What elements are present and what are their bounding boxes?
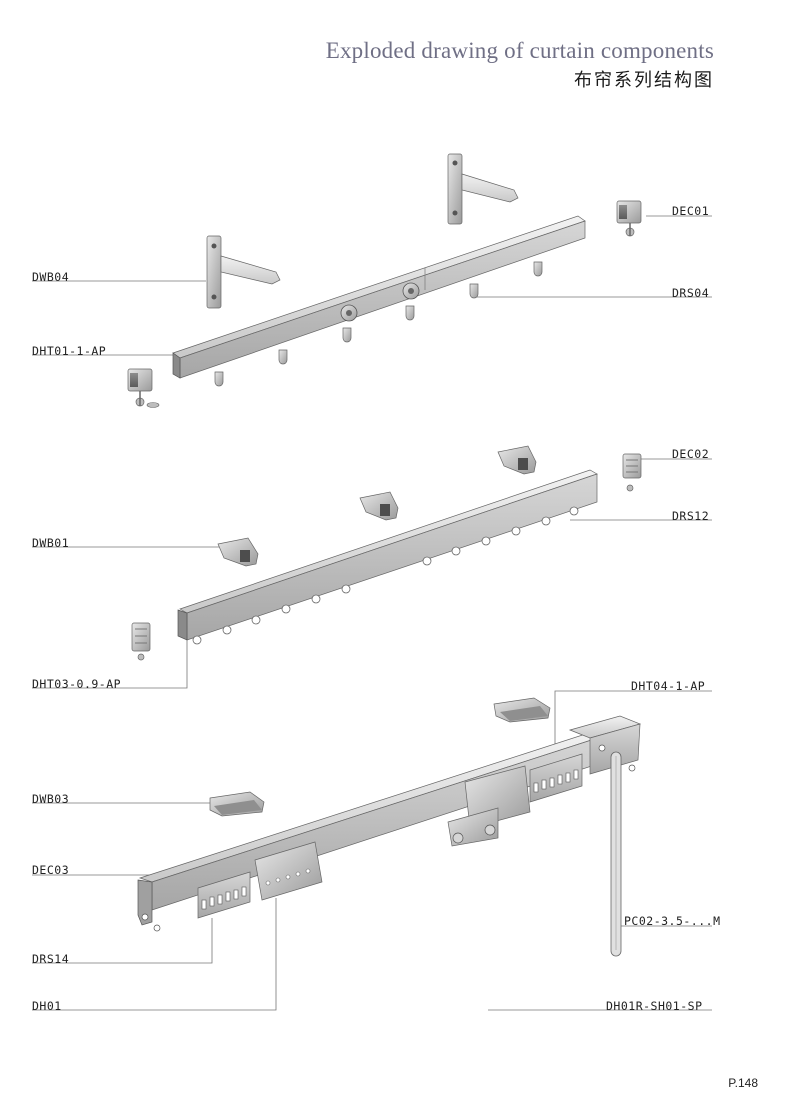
wall-bracket-dwb04 [206,235,281,309]
label-dh01: DH01 [32,999,62,1013]
clip-brackets-dwb01 [217,445,537,567]
page-title-english: Exploded drawing of curtain components [325,38,714,63]
end-cap-dec02 [622,453,642,492]
bracket-dwb03 [209,791,265,817]
label-dwb03: DWB03 [32,792,70,806]
overlap-rollers [340,282,420,322]
wall-bracket-dwb04-2 [447,153,519,225]
runners-drs12 [192,506,579,645]
label-dht03: DHT03-0.9-AP [32,677,122,691]
page-number: P.148 [728,1076,758,1090]
track-assembly-2 [131,445,642,661]
rail-profile-1 [172,215,586,379]
end-cap-dec01 [616,200,642,237]
hook-dht03 [131,622,151,661]
label-dwb04: DWB04 [32,270,70,284]
label-dec03: DEC03 [32,863,70,877]
label-dh01r: DH01R-SH01-SP [606,999,703,1013]
label-dec01: DEC01 [672,204,710,218]
cord-pc02 [610,751,622,957]
page-title-chinese: 布帘系列结构图 [574,70,714,91]
label-pc02: PC02-3.5-...M [624,914,721,928]
leader-lines [32,215,712,1011]
label-dht04: DHT04-1-AP [631,679,706,693]
rail-profile-2 [177,469,598,641]
label-drs14: DRS14 [32,952,70,966]
bracket-dht04 [493,697,551,723]
label-dht01: DHT01-1-AP [32,344,107,358]
label-drs04: DRS04 [672,286,710,300]
pulley-end-box [568,715,642,775]
hook-dht01 [127,368,160,408]
label-dec02: DEC02 [672,447,710,461]
runners-drs14 [197,753,583,919]
label-dwb01: DWB01 [32,536,70,550]
master-carriers [254,765,531,901]
runners-drs04 [214,261,543,387]
label-drs12: DRS12 [672,509,710,523]
track-assembly-3 [137,697,642,957]
track-assembly-1 [127,153,642,408]
